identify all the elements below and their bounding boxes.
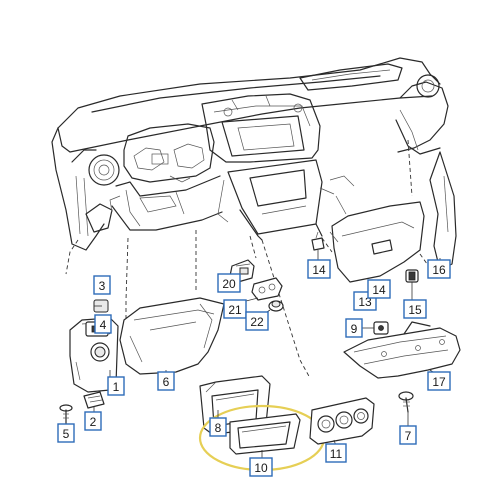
callout-4: 4 bbox=[94, 314, 112, 334]
dashboard-assembly bbox=[51, 57, 457, 379]
part-2-knob bbox=[83, 391, 105, 409]
part-14-clip bbox=[311, 231, 325, 251]
part-22-knob bbox=[268, 300, 284, 312]
callout-21: 21 bbox=[223, 299, 247, 319]
callout-2: 2 bbox=[84, 411, 102, 431]
svg-text:21: 21 bbox=[228, 303, 242, 317]
callout-14-lower: 14 bbox=[367, 279, 391, 299]
svg-text:20: 20 bbox=[222, 277, 236, 291]
svg-text:14: 14 bbox=[372, 283, 386, 297]
callout-8: 8 bbox=[209, 417, 227, 437]
svg-text:22: 22 bbox=[250, 315, 264, 329]
callout-3: 3 bbox=[93, 275, 111, 295]
svg-text:8: 8 bbox=[215, 421, 222, 435]
svg-text:16: 16 bbox=[432, 263, 446, 277]
svg-text:6: 6 bbox=[163, 375, 170, 389]
callout-22: 22 bbox=[245, 311, 269, 331]
part-11-climate-panel bbox=[309, 397, 375, 445]
svg-text:17: 17 bbox=[432, 375, 446, 389]
part-6-column-cover bbox=[119, 297, 225, 375]
callout-16: 16 bbox=[427, 259, 451, 279]
svg-text:9: 9 bbox=[351, 322, 358, 336]
svg-text:5: 5 bbox=[63, 427, 70, 441]
callout-9: 9 bbox=[345, 318, 363, 338]
part-21-switch-panel bbox=[251, 277, 283, 301]
svg-text:4: 4 bbox=[100, 318, 107, 332]
callout-20: 20 bbox=[217, 273, 241, 293]
callout-14-upper: 14 bbox=[307, 259, 331, 279]
svg-text:14: 14 bbox=[312, 263, 326, 277]
svg-text:3: 3 bbox=[99, 279, 106, 293]
callout-5: 5 bbox=[57, 423, 75, 443]
svg-text:7: 7 bbox=[405, 429, 412, 443]
callout-6: 6 bbox=[157, 371, 175, 391]
callout-11: 11 bbox=[325, 443, 347, 463]
part-17-bracket bbox=[343, 321, 461, 379]
callout-17: 17 bbox=[427, 371, 451, 391]
part-10-bezel bbox=[229, 413, 301, 455]
callout-15: 15 bbox=[403, 299, 427, 319]
svg-text:11: 11 bbox=[330, 447, 343, 461]
callout-10: 10 bbox=[249, 457, 273, 477]
svg-text:10: 10 bbox=[254, 461, 268, 475]
callout-labels: 3 4 1 2 5 6 8 10 bbox=[57, 259, 451, 477]
svg-text:2: 2 bbox=[90, 415, 97, 429]
part-5-screw bbox=[59, 404, 73, 425]
svg-text:1: 1 bbox=[113, 380, 120, 394]
callout-1: 1 bbox=[107, 376, 125, 396]
part-15-plug bbox=[405, 269, 419, 283]
part-7-bolt bbox=[398, 391, 414, 413]
svg-text:15: 15 bbox=[408, 303, 422, 317]
part-9-nut bbox=[373, 321, 389, 335]
callout-7: 7 bbox=[399, 425, 417, 445]
